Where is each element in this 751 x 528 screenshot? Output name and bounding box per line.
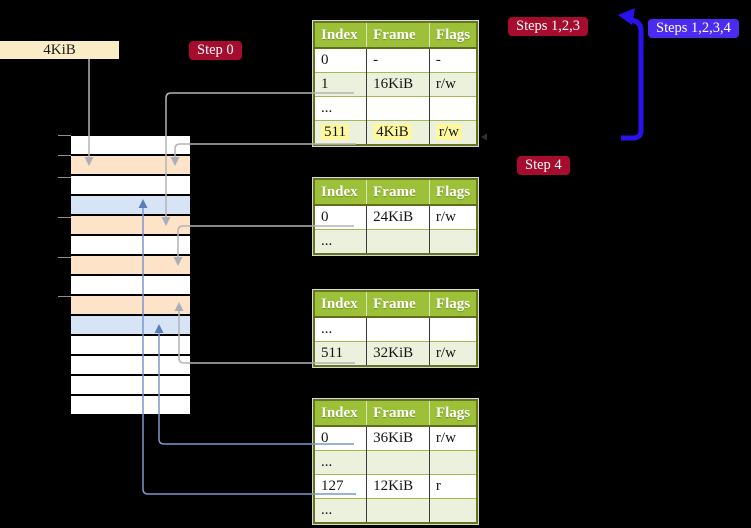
memory-tick [58,155,71,156]
cell-value: 127 [321,478,344,494]
table-row-highlighted: 511 4KiB r/w [314,120,477,145]
memory-tick [58,217,71,218]
page-table-4: Index Frame Flags 0 36KiB r/w ... 127 12… [312,398,479,525]
memory-frame-row [71,316,190,334]
memory-frame-row [71,396,190,414]
memory-frame-row [71,196,190,214]
step4-label: Step 4 [517,156,570,175]
cell-value: ... [321,321,333,337]
cell-value: ... [321,502,333,518]
cell-value: r/w [435,209,456,225]
cell-value: ... [321,454,333,470]
cell-value: 0 [321,209,329,225]
column-header-index: Index [314,179,368,206]
cell-value: 1 [321,76,329,92]
table-row: ... [314,96,477,121]
cell-value: r/w [435,345,456,361]
cell-value: r [435,478,441,494]
cell-value: 24KiB [373,209,414,225]
cell-value: ... [321,233,333,249]
table-row: 0 24KiB r/w [314,204,477,230]
table-header-row: Index Frame Flags [314,22,477,49]
table-row: ... [314,316,477,342]
entry511-pointer-icon [481,133,487,141]
column-header-index: Index [314,22,368,49]
table-row: ... [314,450,477,475]
memory-tick [58,135,71,136]
column-header-flags: Flags [429,291,477,318]
physical-memory-stack [71,136,190,414]
page-table-3: Index Frame Flags ... 511 32KiB r/w [312,289,479,368]
table-header-row: Index Frame Flags [314,291,477,318]
cell-value: 36KiB [373,430,414,446]
memory-frame-row [71,136,190,154]
highlighted-cell-value: 511 [321,124,349,140]
cell-value: r/w [435,76,456,92]
table-row: 0 - - [314,47,477,73]
table-header-row: Index Frame Flags [314,179,477,206]
cell-value: 0 [321,430,329,446]
column-header-frame: Frame [366,291,430,318]
page-table-1: Index Frame Flags 0 - - 1 16KiB r/w ... … [312,20,479,147]
memory-frame-row [71,256,190,274]
column-header-flags: Flags [429,22,477,49]
cell-value: - [373,52,379,68]
memory-frame-row [71,276,190,294]
column-header-frame: Frame [366,179,430,206]
table-header-row: Index Frame Flags [314,400,477,427]
cell-value: 16KiB [373,76,414,92]
cell-value: ... [321,100,333,116]
steps-123-label: Steps 1,2,3 [508,17,589,36]
cell-value: 32KiB [373,345,414,361]
memory-tick [58,296,71,297]
column-header-flags: Flags [429,179,477,206]
column-header-frame: Frame [366,400,430,427]
column-header-index: Index [314,400,368,427]
page-table-2: Index Frame Flags 0 24KiB r/w ... [312,177,479,256]
memory-frame-row [71,216,190,234]
highlighted-cell-value: 4KiB [373,124,412,140]
table-row: 1 16KiB r/w [314,72,477,97]
table-row: 127 12KiB r [314,474,477,499]
memory-frame-row [71,296,190,314]
column-header-frame: Frame [366,22,430,49]
column-header-flags: Flags [429,400,477,427]
cell-value: r/w [435,430,456,446]
arrow-t1-entry511-to-frame [170,143,356,166]
table-row: 511 32KiB r/w [314,341,477,366]
memory-frame-row [71,176,190,194]
page-size-box: 4KiB [0,41,119,59]
cell-value: 0 [321,52,329,68]
memory-frame-row [71,356,190,374]
table-row: 0 36KiB r/w [314,425,477,451]
highlighted-cell-value: r/w [435,124,462,140]
cell-value: 511 [321,345,343,361]
column-header-index: Index [314,291,368,318]
cell-value: - [435,52,441,68]
table-row: ... [314,229,477,254]
memory-frame-row [71,336,190,354]
table-row: ... [314,498,477,523]
memory-tick [58,177,71,178]
memory-frame-row [71,156,190,174]
steps-flow-arrow [618,8,644,141]
memory-frame-row [71,376,190,394]
memory-tick [58,257,71,258]
steps-1234-label: Steps 1,2,3,4 [648,19,739,38]
step0-label: Step 0 [189,41,242,60]
cell-value: 12KiB [373,478,414,494]
memory-frame-row [71,236,190,254]
